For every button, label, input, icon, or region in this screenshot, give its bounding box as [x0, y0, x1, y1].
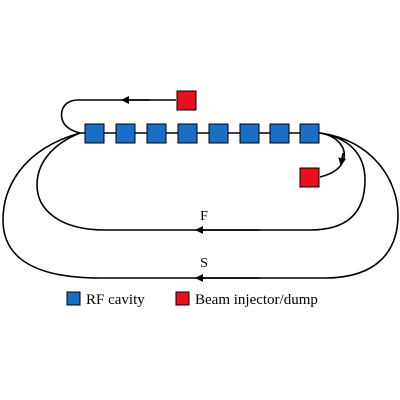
legend-rf-cavity-label: RF cavity	[86, 292, 145, 308]
legend-rf-cavity-icon	[66, 291, 81, 306]
rf-cavity	[146, 123, 167, 144]
rf-cavity	[115, 123, 136, 144]
beam-dump	[299, 167, 320, 188]
legend-injector-icon	[175, 291, 190, 306]
beam-injector	[176, 90, 197, 111]
legend: RF cavity Beam injector/dump	[66, 291, 318, 308]
outer-track-label: S	[200, 256, 208, 271]
inner-return-track	[36, 132, 366, 231]
rf-cavity	[177, 123, 198, 144]
rf-cavity	[208, 123, 229, 144]
rf-cavity-row	[84, 123, 320, 144]
rf-cavity	[269, 123, 290, 144]
rf-cavity	[239, 123, 260, 144]
inner-track-label: F	[200, 209, 208, 224]
rf-cavity	[84, 123, 105, 144]
rf-cavity	[299, 123, 320, 144]
dump-arrow	[338, 152, 347, 166]
injection-line	[60, 99, 176, 134]
legend-injector-label: Beam injector/dump	[195, 292, 318, 308]
